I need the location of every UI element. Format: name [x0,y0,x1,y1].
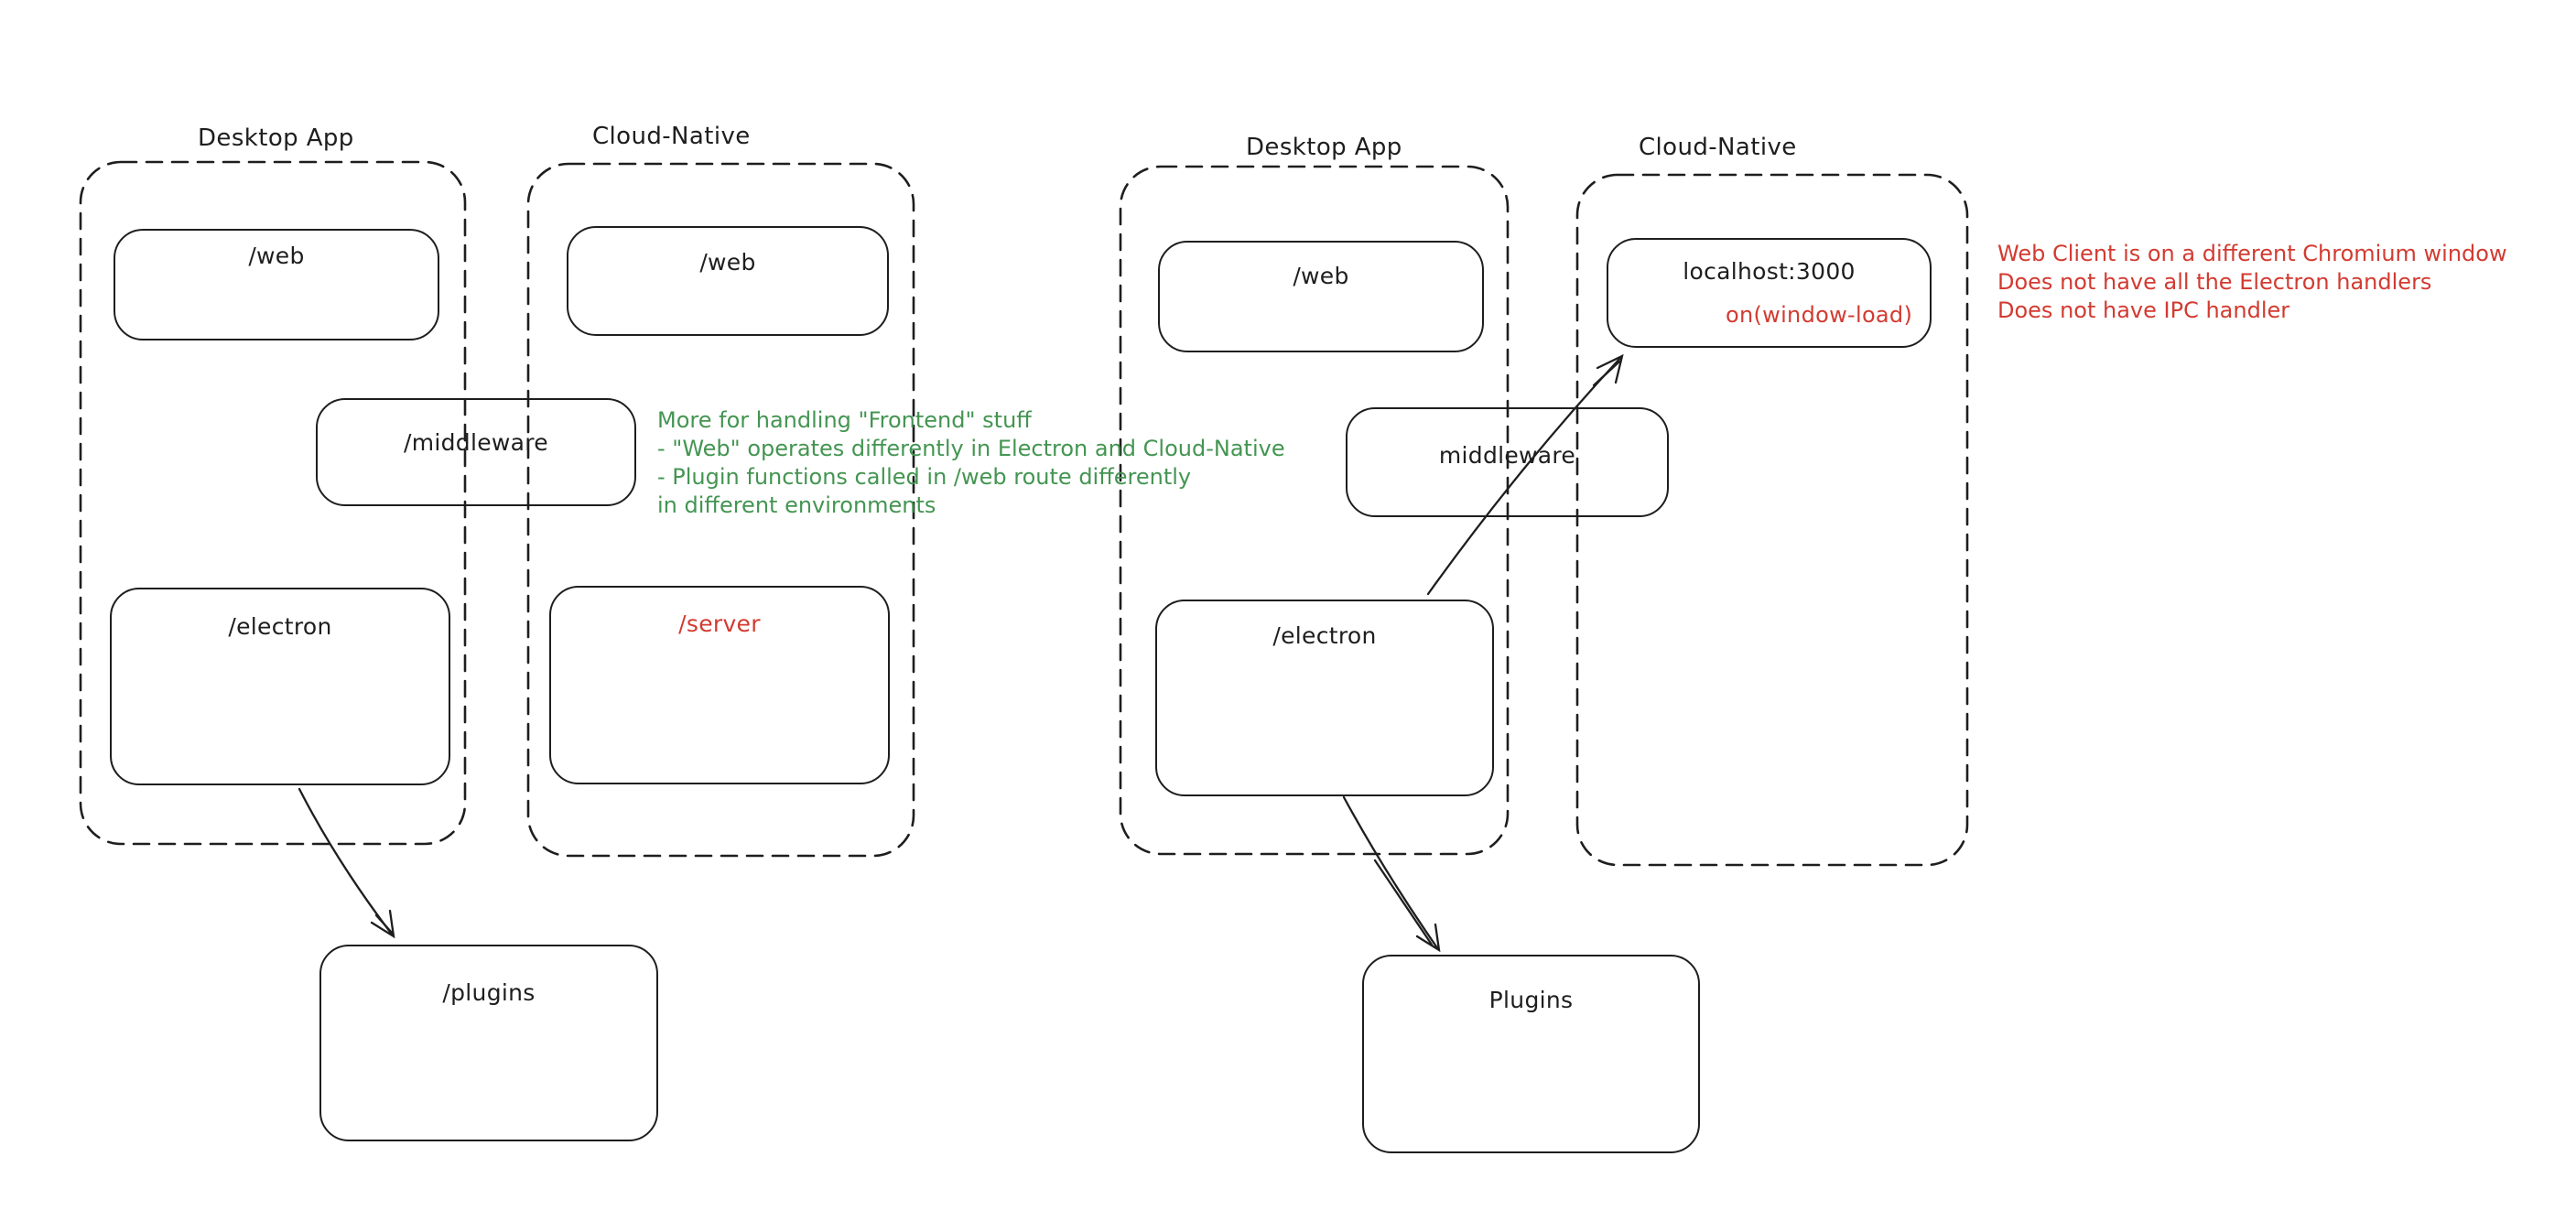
node-left-middleware: /middleware [316,398,636,506]
node-label: /server [678,611,761,637]
node-left-server: /server [549,586,890,784]
node-label: localhost:3000 [1683,258,1856,285]
node-label: Plugins [1488,987,1574,1013]
node-label: /plugins [442,979,536,1006]
arrow-electron-to-localhost [1426,355,1623,596]
node-label: /middleware [404,429,548,456]
node-label: /web [1293,263,1349,289]
red-annotation: Web Client is on a different Chromium wi… [1997,240,2507,325]
node-label: /web [699,249,756,276]
right-desktop-container [1119,165,1510,856]
node-left-electron: /electron [110,588,450,785]
node-label: /electron [228,613,332,640]
right-cloud-title: Cloud-Native [1639,134,1797,161]
arrowhead-left-plugins [370,909,395,939]
node-right-plugins: Plugins [1362,955,1700,1153]
node-right-middleware: middleware [1346,407,1669,517]
arrowhead-localhost [1596,353,1624,384]
left-cloud-container [526,162,915,858]
node-label: /web [248,243,305,269]
arrowhead-right-plugins [1415,923,1441,953]
node-localhost: localhost:3000 on(window-load) [1607,238,1932,348]
arrowhead-localhost-sketch [1592,360,1621,387]
node-right-web: /web [1158,241,1484,352]
arrow-left-electron-to-plugins [298,787,395,937]
green-annotation-line: in different environments [657,492,936,518]
red-annotation-line: Does not have all the Electron handlers [1997,269,2432,295]
node-right-electron: /electron [1155,600,1494,796]
right-desktop-title: Desktop App [1246,134,1402,161]
red-annotation-line: Does not have IPC handler [1997,297,2290,323]
arrowhead-left-plugins-sketch [374,913,394,935]
green-annotation-line: - "Web" operates differently in Electron… [657,436,1285,461]
left-desktop-title: Desktop App [198,124,354,152]
left-desktop-container [79,160,467,846]
node-left-cloud-web: /web [567,226,889,336]
left-cloud-title: Cloud-Native [592,123,751,150]
red-annotation-line: Web Client is on a different Chromium wi… [1997,241,2507,266]
right-cloud-container [1575,173,1969,867]
node-label: middleware [1438,442,1576,469]
green-annotation-line: - Plugin functions called in /web route … [657,464,1192,490]
node-left-desktop-web: /web [114,229,439,340]
node-left-plugins: /plugins [319,945,658,1141]
node-label: /electron [1272,622,1377,649]
green-annotation-line: More for handling "Frontend" stuff [657,407,1032,433]
arrow-right-plugins-sketch-stroke [1373,859,1434,946]
green-annotation: More for handling "Frontend" stuff - "We… [657,406,1285,520]
window-load-label: on(window-load) [1726,302,1913,328]
arrow-right-electron-to-plugins [1342,795,1440,951]
